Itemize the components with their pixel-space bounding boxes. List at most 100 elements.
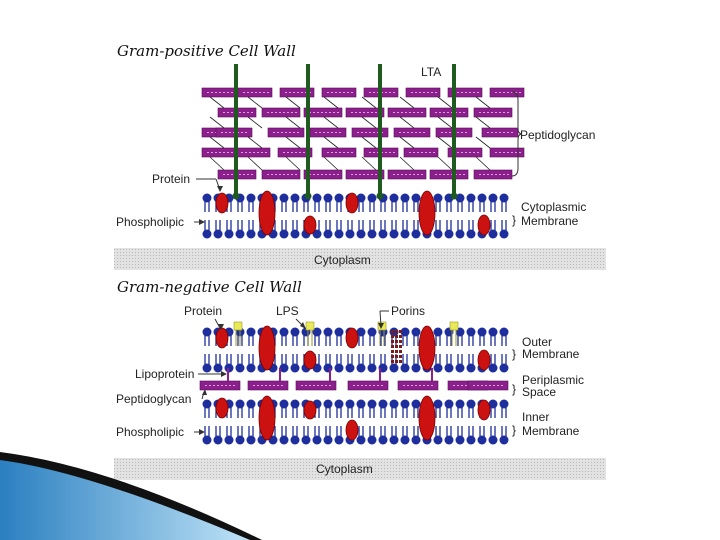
gram-negative-peptidoglycan-layer (199, 368, 509, 391)
phospholipid-head (400, 363, 410, 373)
gram-positive-peptidoglycan-label: Peptidoglycan (520, 128, 595, 142)
phospholipid-head (213, 435, 223, 445)
phospholipid-head (202, 327, 212, 337)
porin-channel (395, 345, 398, 348)
peptide-crosslink (323, 116, 339, 129)
phospholipid-head (290, 193, 300, 203)
phospholipid-head (224, 229, 234, 239)
peptide-crosslink (285, 96, 301, 109)
phospholipid-head (488, 193, 498, 203)
glycan-strand (247, 380, 289, 391)
phospholipid-head (433, 327, 443, 337)
gram-negative-title: Gram-negative Cell Wall (117, 278, 302, 296)
glycan-strand (295, 380, 337, 391)
peptide-crosslink (399, 156, 415, 171)
lta-strand (234, 64, 238, 194)
lps-label: LPS (276, 304, 299, 318)
porin-channel (391, 360, 394, 363)
phospholipid-head (499, 327, 509, 337)
phospholipid-head (455, 363, 465, 373)
porin-channel (395, 330, 398, 333)
phospholipid-head (279, 193, 289, 203)
phospholipid-head (367, 399, 377, 409)
membrane-protein (215, 327, 229, 349)
glycan-strand (467, 380, 509, 391)
phospholipid-head (389, 193, 399, 203)
phospholipid-head (290, 399, 300, 409)
inner-membrane-label-line2: Membrane (522, 424, 580, 438)
peptide-crosslink (437, 96, 453, 109)
phospholipid-head (279, 435, 289, 445)
phospholipid-head (202, 399, 212, 409)
periplasmic-space-label-line1: Periplasmic (522, 373, 584, 387)
phospholipid-head (400, 399, 410, 409)
phospholipid-head (246, 193, 256, 203)
phospholipid-head (246, 327, 256, 337)
porin-channel (399, 330, 402, 333)
phospholipid-head (246, 435, 256, 445)
phospholipid-head (488, 363, 498, 373)
lta-strand (378, 64, 382, 194)
phospholipid-head (345, 363, 355, 373)
peptide-crosslink (323, 136, 339, 149)
phospholipid-head (499, 229, 509, 239)
porin-channel (391, 345, 394, 348)
phospholipid-head (367, 229, 377, 239)
phospholipid-head (444, 363, 454, 373)
phospholipid-head (499, 193, 509, 203)
phospholipid-head (235, 399, 245, 409)
peptide-crosslink (475, 116, 491, 129)
phospholipid-head (433, 193, 443, 203)
membrane-protein (258, 190, 276, 236)
gram-negative-phospholipid-label: Phospholipic (116, 425, 184, 439)
phospholipid-head (411, 229, 421, 239)
phospholipid-head (411, 327, 421, 337)
phospholipid-head (334, 229, 344, 239)
svg-text:}: } (512, 382, 516, 396)
lta-strand (452, 64, 456, 194)
phospholipid-head (389, 229, 399, 239)
phospholipid-head (312, 435, 322, 445)
phospholipid-head (400, 229, 410, 239)
outer-membrane-label-line1: Outer (522, 335, 552, 349)
peptide-crosslink (247, 116, 263, 129)
peptide-crosslink (323, 96, 339, 109)
phospholipid-head (356, 435, 366, 445)
phospholipid-head (246, 399, 256, 409)
phospholipid-head (334, 363, 344, 373)
phospholipid-head (334, 193, 344, 203)
phospholipid-head (356, 363, 366, 373)
glycan-strand (397, 380, 439, 391)
phospholipid-head (477, 327, 487, 337)
phospholipid-head (235, 363, 245, 373)
phospholipid-head (389, 435, 399, 445)
inner-membrane-label-line1: Inner (522, 410, 549, 424)
gram-negative-inner-membrane (202, 395, 509, 445)
phospholipid-head (411, 399, 421, 409)
porin-channel (395, 355, 398, 358)
peptide-crosslink (209, 156, 225, 171)
membrane-protein (477, 349, 491, 371)
gram-negative-cytoplasm-band (114, 458, 606, 480)
porin-channel (395, 340, 398, 343)
phospholipid-head (466, 229, 476, 239)
phospholipid-head (301, 435, 311, 445)
phospholipid-head (334, 435, 344, 445)
gram-negative-peptidoglycan-label: Peptidoglycan (116, 392, 191, 406)
phospholipid-head (455, 435, 465, 445)
cytoplasmic-membrane-label-line1: Cytoplasmic (521, 200, 586, 214)
peptide-crosslink (247, 96, 263, 109)
svg-text:}: } (512, 213, 516, 227)
porin-channel (399, 360, 402, 363)
peptide-crosslink (285, 136, 301, 149)
peptide-crosslink (475, 136, 491, 149)
phospholipid-head (477, 193, 487, 203)
svg-text:}: } (512, 423, 516, 437)
peptide-crosslink (399, 116, 415, 129)
peptide-crosslink (209, 96, 225, 109)
porin-channel (391, 355, 394, 358)
peptide-crosslink (361, 136, 377, 149)
peptide-crosslink (247, 136, 263, 149)
gram-positive-protein-label: Protein (152, 172, 190, 186)
